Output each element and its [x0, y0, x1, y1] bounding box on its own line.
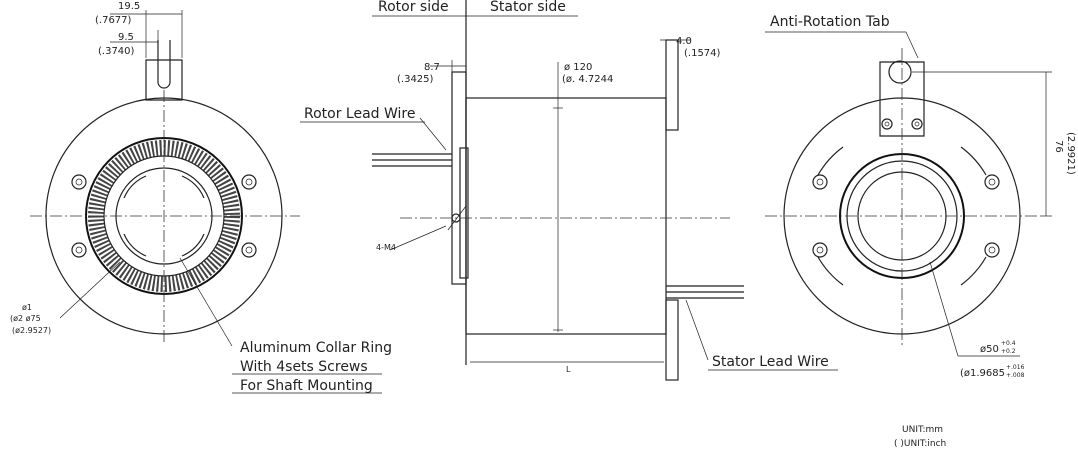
mount-hole — [451, 213, 461, 223]
body-dia-dim-inch: (ø. 4.7244 — [562, 74, 613, 85]
rotor-side-label: Rotor side — [378, 0, 449, 15]
height-dim-inch: (2.9921) — [1065, 132, 1076, 175]
collar-note-line-3: For Shaft Mounting — [240, 378, 373, 394]
dia-label-1: ø1 — [22, 303, 32, 312]
dia-label-3: (ø2.9527) — [12, 326, 51, 335]
bore-tol-lower: +0.2 — [1001, 348, 1016, 355]
flange-thickness-dim: 8.7 — [424, 62, 440, 73]
tab-thickness-dim-inch: (.1574) — [684, 48, 721, 59]
slot-width-dim-inch: (.3740) — [98, 46, 135, 57]
stator-tab-top — [665, 39, 679, 131]
tab-width-dim: 19.5 — [118, 1, 140, 12]
stator-side-label: Stator side — [490, 0, 566, 15]
slot-width-dim: 9.5 — [118, 32, 134, 43]
bore-tol-inch-lower: +.008 — [1006, 372, 1025, 379]
length-dim: L — [566, 365, 571, 374]
right-view: Anti-Rotation Tab 76 (2.9921) ø50 +0.4 +… — [765, 14, 1076, 379]
tab-width-dim-inch: (.7677) — [95, 15, 132, 26]
anti-rotation-tab — [879, 61, 925, 137]
stator-tab-bottom — [665, 299, 679, 381]
left-view: 19.5 (.7677) 9.5 (.3740) ø1 (ø2 ø75 (ø2.… — [10, 1, 392, 394]
bore-tol-upper: +0.4 — [1001, 340, 1016, 347]
dia-label-2: (ø2 ø75 — [10, 314, 41, 323]
slip-ring-body — [465, 97, 667, 335]
unit-inch: ( )UNIT:inch — [894, 439, 946, 449]
flange-thickness-dim-inch: (.3425) — [397, 74, 434, 85]
stator-lead-wire-label: Stator Lead Wire — [712, 354, 829, 370]
collar-note-line-1: Aluminum Collar Ring — [240, 340, 392, 356]
bore-dia-dim: ø50 — [980, 344, 999, 355]
units-note: UNIT:mm ( )UNIT:inch — [894, 425, 946, 449]
bore-tol-inch-upper: +.016 — [1006, 364, 1025, 371]
side-view: Rotor side Stator side 8.7 (.3425) 4.0 (… — [300, 0, 838, 381]
bore-dia-dim-inch: (ø1.9685 — [960, 368, 1005, 379]
collar-note-line-2: With 4sets Screws — [240, 359, 368, 375]
tab-thickness-dim: 4.0 — [676, 36, 692, 47]
body-dia-dim: ø 120 — [564, 62, 592, 73]
mount-hole-label: 4-M4 — [376, 243, 396, 252]
anti-rotation-tab-label: Anti-Rotation Tab — [770, 14, 890, 30]
height-dim: 76 — [1053, 140, 1064, 153]
unit-mm: UNIT:mm — [902, 425, 943, 435]
rotor-lead-wire-label: Rotor Lead Wire — [304, 106, 416, 122]
